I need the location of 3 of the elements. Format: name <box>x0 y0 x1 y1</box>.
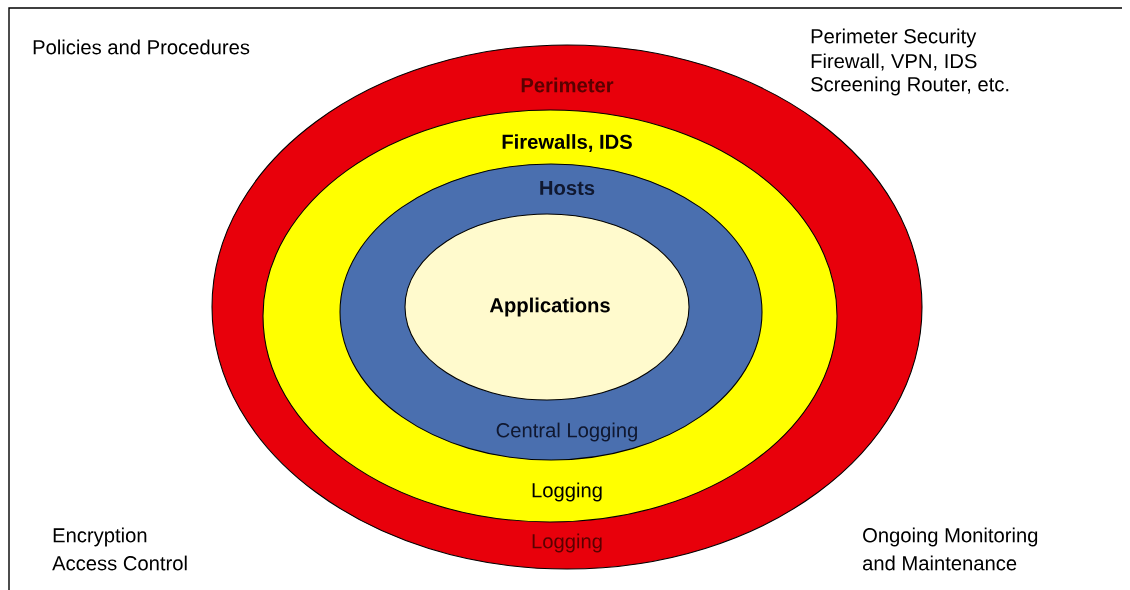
ring: Applications <box>404 213 690 401</box>
label: Encryption <box>53 527 147 547</box>
label: Access Control <box>52 555 187 571</box>
